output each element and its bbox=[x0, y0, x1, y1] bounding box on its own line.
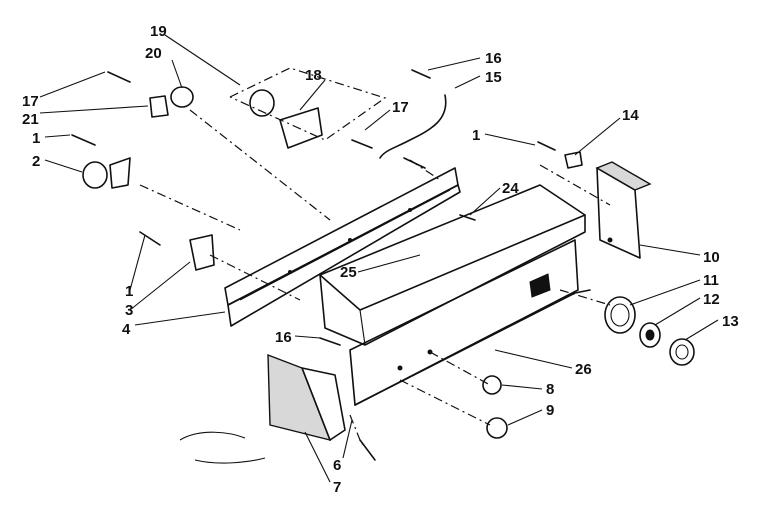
callout-6: 6 bbox=[333, 457, 341, 474]
callout-20: 20 bbox=[145, 45, 162, 62]
callout-17: 17 bbox=[22, 93, 39, 110]
callout-labels: 19 20 18 17 21 1 2 16 15 17 1 14 24 25 1… bbox=[22, 23, 739, 496]
callout-13: 13 bbox=[722, 313, 739, 330]
callout-15: 15 bbox=[485, 69, 502, 86]
callout-4: 4 bbox=[122, 321, 131, 338]
callout-18: 18 bbox=[305, 67, 322, 84]
knob-assembly bbox=[604, 296, 695, 366]
buttons-8-9 bbox=[482, 375, 508, 439]
small-components bbox=[82, 86, 583, 271]
stray-mark bbox=[179, 431, 266, 464]
callout-2: 2 bbox=[32, 153, 40, 170]
screws bbox=[71, 69, 556, 461]
callout-7: 7 bbox=[333, 479, 341, 496]
callout-11: 11 bbox=[703, 272, 719, 289]
rear-rail-part-4 bbox=[224, 167, 461, 327]
callout-1: 1 bbox=[472, 127, 480, 144]
callout-24: 24 bbox=[502, 180, 519, 197]
callout-14: 14 bbox=[622, 107, 639, 124]
leader-lines bbox=[39, 34, 719, 483]
callout-1: 1 bbox=[32, 130, 40, 147]
callout-16: 16 bbox=[485, 50, 502, 67]
callout-10: 10 bbox=[703, 249, 720, 266]
callout-17: 17 bbox=[392, 99, 409, 116]
callout-26: 26 bbox=[575, 361, 592, 378]
top-trim-part-25 bbox=[319, 184, 586, 346]
callout-21: 21 bbox=[22, 111, 39, 128]
end-cap-part-10 bbox=[595, 161, 652, 259]
control-panel-part-26 bbox=[349, 239, 591, 406]
callout-12: 12 bbox=[703, 291, 720, 308]
callout-8: 8 bbox=[546, 381, 554, 398]
callout-3: 3 bbox=[125, 302, 133, 319]
end-cap-part-7 bbox=[267, 353, 346, 442]
callout-19: 19 bbox=[150, 23, 167, 40]
callout-9: 9 bbox=[546, 402, 554, 419]
callout-1: 1 bbox=[125, 283, 133, 300]
callout-25: 25 bbox=[340, 264, 357, 281]
callout-16: 16 bbox=[275, 329, 292, 346]
